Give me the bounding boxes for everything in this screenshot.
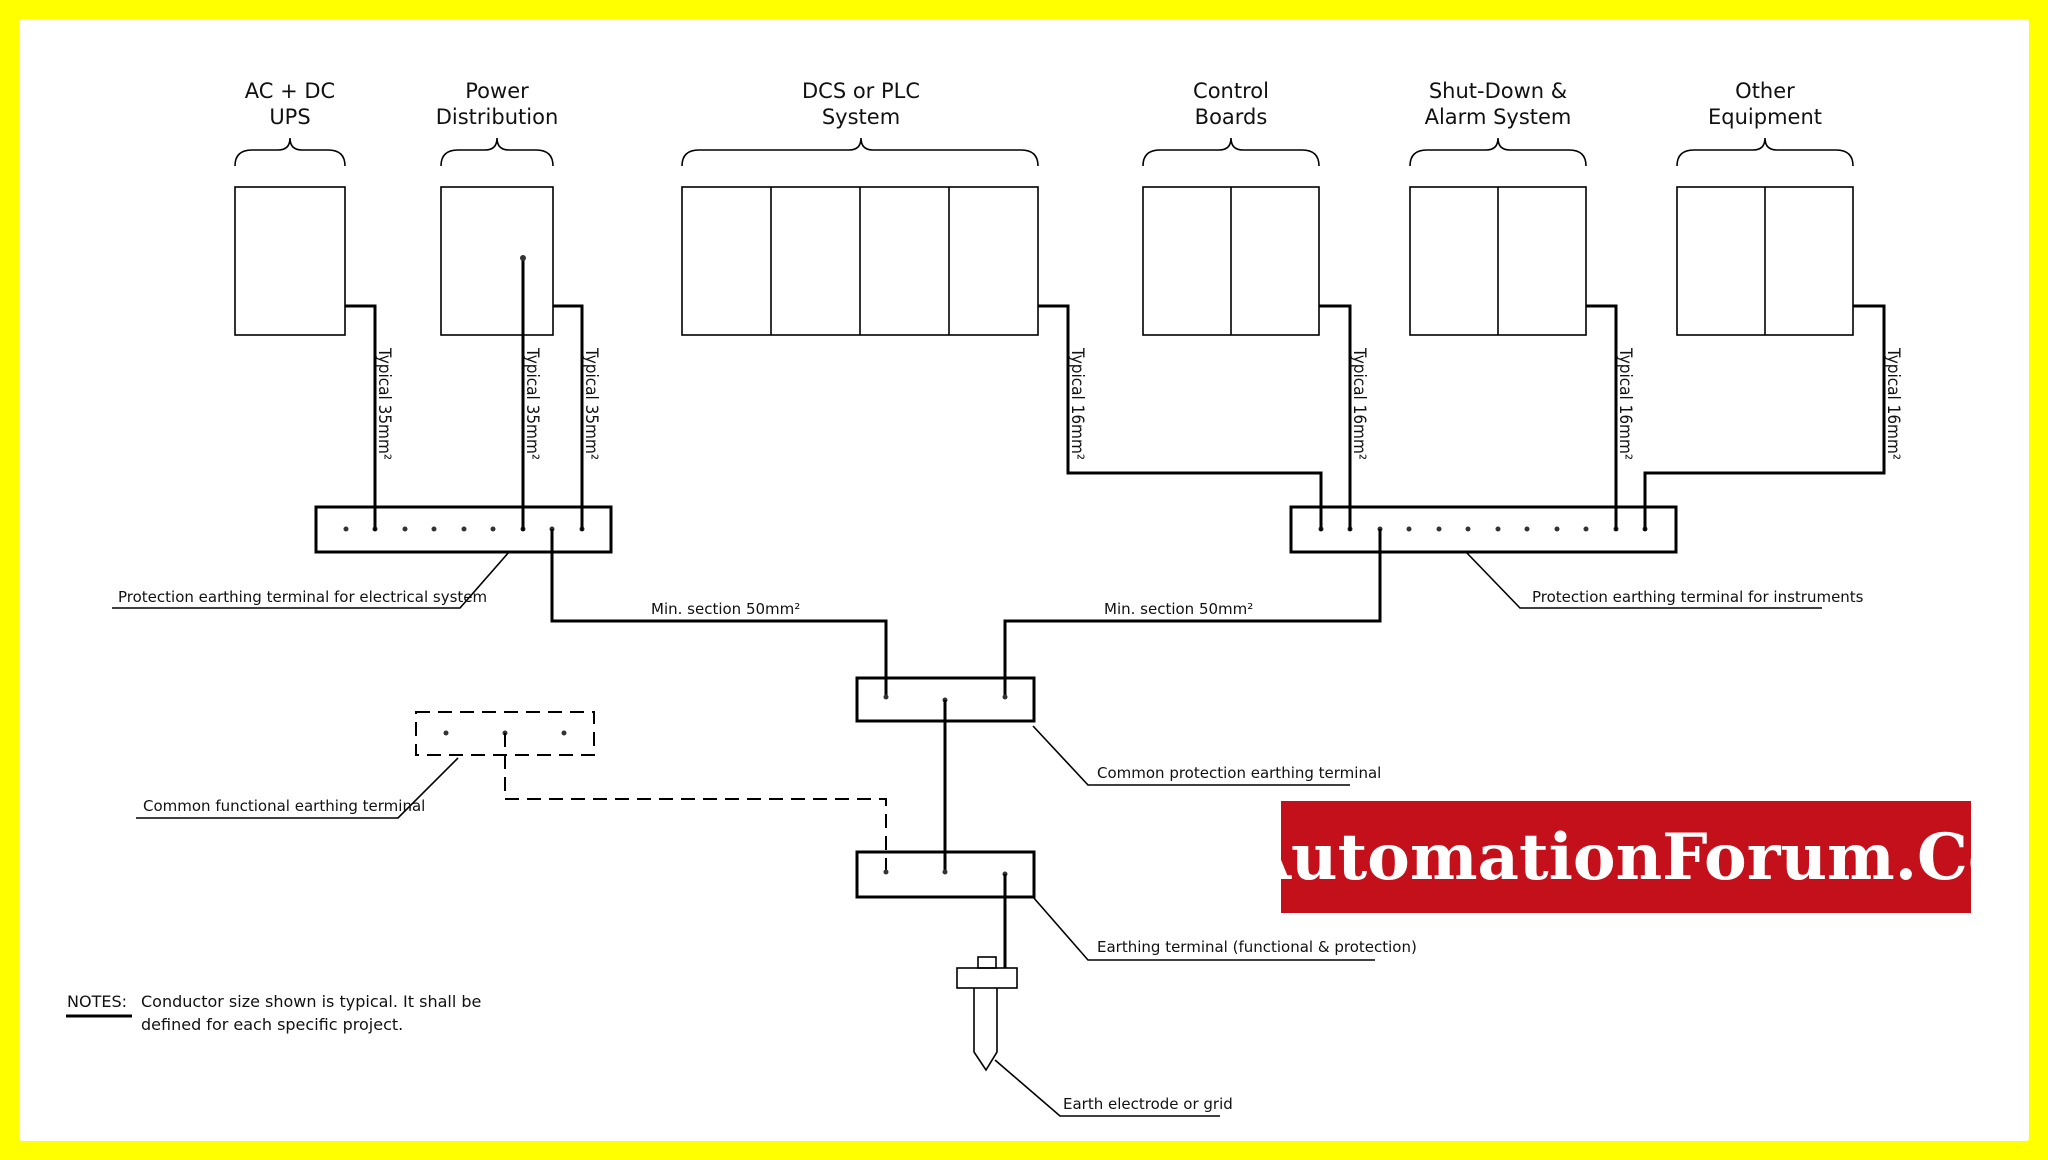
terminal-screw (431, 526, 437, 532)
group-header-control-line2: Boards (1195, 105, 1268, 129)
main-conductor-left (550, 529, 888, 697)
terminal-screw (1583, 526, 1589, 532)
cabinet-ups (234, 186, 346, 336)
watermark-text: AutomationForum.Co (1241, 819, 2011, 895)
brace-power (440, 137, 554, 167)
group-header-power-line1: Power (465, 79, 529, 103)
terminal-screw (1436, 526, 1442, 532)
group-header-ups-line2: UPS (269, 105, 310, 129)
group-header-shutdown-line2: Alarm System (1425, 105, 1572, 129)
cabinet-power-distribution (440, 186, 554, 336)
label-instrument-terminal: Protection earthing terminal for instrum… (1532, 588, 1864, 606)
brace-other (1676, 137, 1854, 167)
terminal-screw (1465, 526, 1471, 532)
min-section-label-left: Min. section 50mm² (651, 600, 800, 618)
group-header-other-line2: Equipment (1708, 105, 1822, 129)
group-header-shutdown-line1: Shut-Down & (1429, 79, 1567, 103)
leader-electrode (994, 1059, 1220, 1117)
group-header-ups-line1: AC + DC (245, 79, 335, 103)
terminal-screw (883, 694, 889, 700)
group-header-power-line2: Distribution (436, 105, 559, 129)
electrical-terminal-bar (314, 505, 613, 554)
cable-label-power-b: Typical 35mm² (581, 347, 601, 460)
notes-line2: defined for each specific project. (141, 1015, 403, 1034)
cable-label-ups: Typical 35mm² (374, 347, 394, 460)
terminal-screw (1524, 526, 1530, 532)
label-earthing-terminal: Earthing terminal (functional & protecti… (1097, 938, 1417, 956)
earthing-terminal (855, 850, 1036, 899)
group-header-dcs-line2: System (822, 105, 900, 129)
notes-heading: NOTES: (67, 992, 127, 1011)
cable-label-shutdown: Typical 16mm² (1615, 347, 1635, 460)
cable-label-other: Typical 16mm² (1883, 347, 1903, 460)
watermark-banner: AutomationForum.Co (1241, 801, 2011, 913)
leader-instrument-terminal (1465, 551, 1822, 609)
terminal-screw (1554, 526, 1560, 532)
terminal-screw (942, 869, 948, 875)
group-header-control-line1: Control (1193, 79, 1269, 103)
conductor-other (1643, 304, 1886, 531)
brace-shutdown (1409, 137, 1587, 167)
conductor-start-point (520, 255, 526, 261)
leader-earthing-terminal (1032, 896, 1375, 961)
cable-label-dcs: Typical 16mm² (1067, 347, 1087, 460)
terminal-screw (402, 526, 408, 532)
brace-dcs (681, 137, 1039, 167)
label-common-functional: Common functional earthing terminal (143, 797, 425, 815)
terminal-screw (343, 526, 349, 532)
notes-line1: Conductor size shown is typical. It shal… (141, 992, 481, 1011)
terminal-screw (561, 730, 567, 736)
label-electrode: Earth electrode or grid (1063, 1095, 1233, 1113)
conductor-power-b (553, 304, 584, 531)
terminal-screw (883, 869, 889, 875)
earth-electrode-icon (956, 956, 1018, 1072)
cable-label-control: Typical 16mm² (1349, 347, 1369, 460)
conductor-ups (345, 304, 377, 531)
terminal-screw (490, 526, 496, 532)
group-header-other-line1: Other (1735, 79, 1795, 103)
leader-common-functional (136, 757, 459, 819)
conductor-shutdown (1586, 304, 1618, 531)
label-electrical-terminal: Protection earthing terminal for electri… (118, 588, 487, 606)
conductor-control (1319, 304, 1352, 531)
min-section-label-right: Min. section 50mm² (1104, 600, 1253, 618)
leader-electrical-terminal (112, 551, 510, 609)
brace-ups (234, 137, 346, 167)
label-common-protection: Common protection earthing terminal (1097, 764, 1381, 782)
terminal-screw (1495, 526, 1501, 532)
main-conductor-right (1003, 529, 1382, 697)
terminal-screw (443, 730, 449, 736)
terminal-screw (1406, 526, 1412, 532)
brace-control (1142, 137, 1320, 167)
terminal-screw (1002, 694, 1008, 700)
leader-common-protection (1032, 725, 1350, 786)
functional-link (504, 733, 887, 872)
terminal-screw (461, 526, 467, 532)
instrument-terminal-bar (1289, 505, 1678, 554)
cable-label-power-a: Typical 35mm² (522, 347, 542, 460)
group-header-dcs-line1: DCS or PLC (802, 79, 920, 103)
conductor-dcs (1038, 304, 1323, 531)
